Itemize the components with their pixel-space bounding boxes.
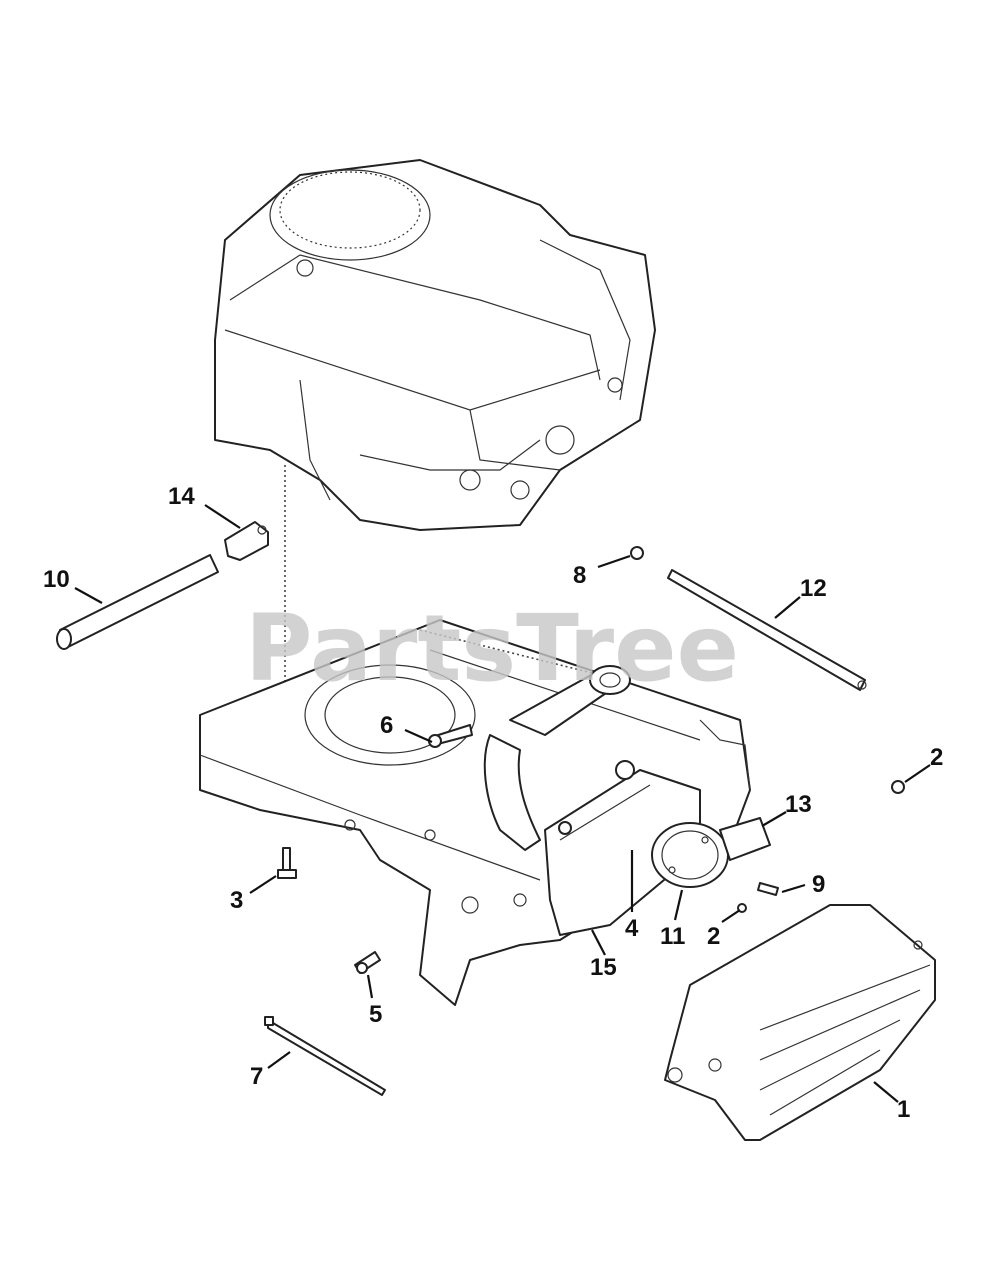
muffler-end-cap — [651, 822, 729, 888]
callout-15: 15 — [590, 954, 617, 981]
callout-13: 13 — [785, 791, 812, 818]
rod-12 — [667, 569, 867, 691]
muffler — [544, 760, 701, 936]
callout-8: 8 — [573, 562, 586, 589]
callout-5: 5 — [369, 1001, 382, 1028]
callout-4: 4 — [625, 915, 639, 942]
callout-12: 12 — [800, 575, 827, 602]
callout-leaders — [74, 504, 931, 1103]
callout-14: 14 — [168, 483, 195, 510]
callout-2-lower: 2 — [707, 923, 720, 950]
callout-11: 11 — [660, 923, 685, 950]
callout-10: 10 — [43, 566, 70, 593]
exhaust-pipe — [483, 665, 631, 851]
watermark-text: PartsTree — [245, 595, 739, 702]
callout-1: 1 — [897, 1096, 910, 1123]
muffler-guard — [664, 904, 936, 1141]
callout-labels: 14 10 8 12 6 2 13 3 9 4 2 11 15 5 7 1 — [43, 483, 943, 1123]
fuel-line-10 — [56, 554, 219, 650]
callout-3: 3 — [230, 887, 243, 914]
small-hardware — [264, 546, 905, 1096]
callout-6: 6 — [380, 712, 393, 739]
tractor-frame — [199, 619, 751, 1006]
fuel-fitting-14 — [224, 521, 269, 561]
callout-2-upper: 2 — [930, 744, 943, 771]
callout-9: 9 — [812, 871, 825, 898]
callout-7: 7 — [250, 1063, 263, 1090]
engine-assembly — [214, 159, 656, 531]
shield-bracket — [719, 817, 771, 861]
